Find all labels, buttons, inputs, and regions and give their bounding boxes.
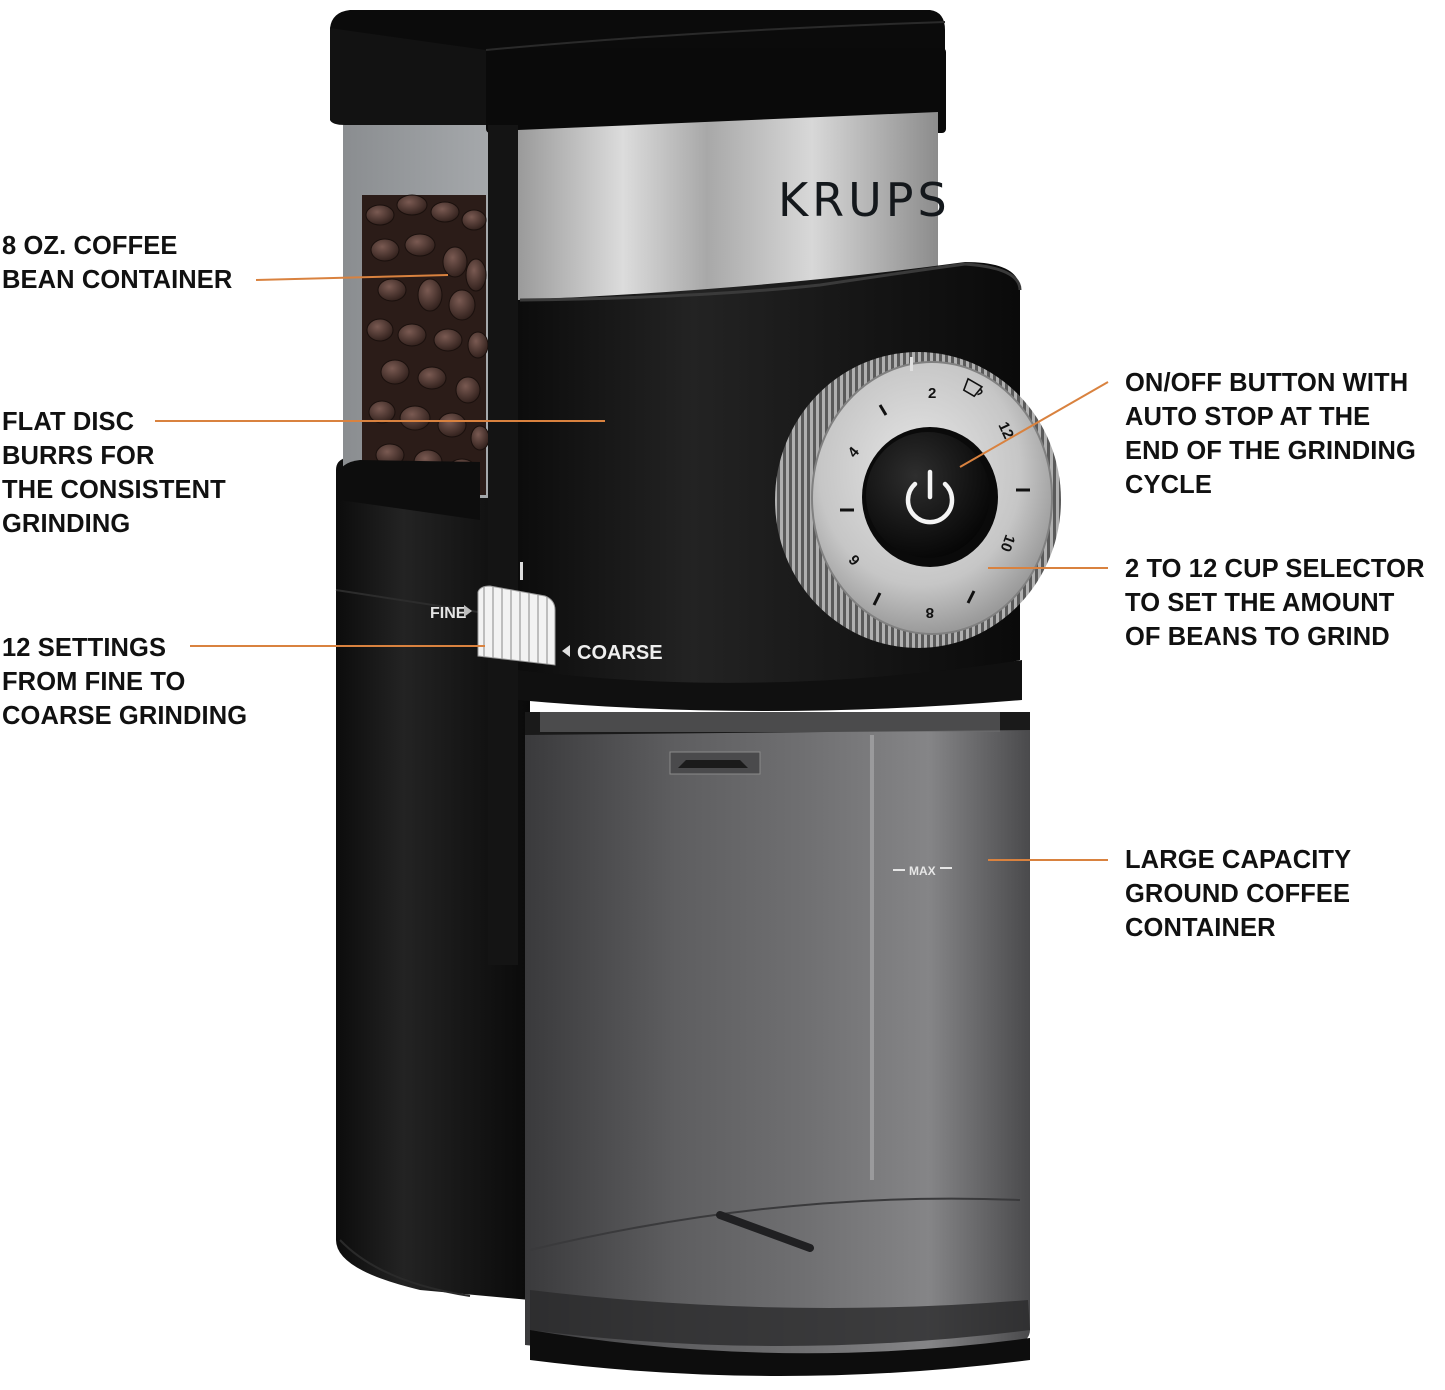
callout-cup-selector: 2 TO 12 CUP SELECTOR TO SET THE AMOUNT O… (1125, 552, 1425, 654)
coarse-arrow-icon (562, 645, 570, 657)
callout-line: OF BEANS TO GRIND (1125, 623, 1390, 651)
brand-logo: KRUPS (778, 173, 951, 227)
dial-number-2: 2 (928, 385, 936, 402)
callout-line: GRINDING (2, 510, 131, 538)
leader-on-off-button (959, 381, 1109, 468)
callout-line: COARSE GRINDING (2, 702, 248, 730)
callout-line: 8 OZ. COFFEE (2, 232, 178, 260)
callout-line: 2 TO 12 CUP SELECTOR (1125, 555, 1425, 583)
max-fill-mark: MAX (909, 864, 936, 878)
dial-number-8: 8 (926, 604, 934, 621)
cup-icon (962, 377, 984, 398)
callout-line: FLAT DISC (2, 408, 135, 436)
callout-line: LARGE CAPACITY (1125, 846, 1352, 874)
grind-setting-slider[interactable] (477, 562, 556, 666)
callout-line: TO SET THE AMOUNT (1125, 589, 1395, 617)
cup-selector-dial[interactable]: 2 4 6 8 10 12 (775, 352, 1061, 648)
callout-line: AUTO STOP AT THE (1125, 403, 1371, 431)
leader-bean-container (255, 274, 449, 281)
callout-bean-container: 8 OZ. COFFEE BEAN CONTAINER (2, 229, 232, 297)
callout-line: BEAN CONTAINER (2, 266, 233, 294)
coarse-label: COARSE (577, 642, 663, 664)
dial-number-12: 12 (994, 419, 1016, 441)
ground-coffee-container[interactable]: MAX (525, 712, 1030, 1376)
fine-label: FINE (430, 605, 467, 622)
power-button[interactable] (862, 427, 998, 567)
leader-lines (155, 274, 1109, 861)
callout-line: CYCLE (1125, 471, 1212, 499)
callout-line: ON/OFF BUTTON WITH (1125, 369, 1409, 397)
power-icon (905, 469, 955, 525)
coffee-beans (362, 194, 490, 498)
dial-number-10: 10 (997, 532, 1019, 553)
callout-line: GROUND COFFEE (1125, 880, 1351, 908)
fine-arrow-icon (464, 605, 472, 617)
stainless-band (518, 112, 938, 300)
callout-line: THE CONSISTENT (2, 476, 226, 504)
callout-line: CONTAINER (1125, 914, 1276, 942)
callout-line: END OF THE GRINDING (1125, 437, 1416, 465)
callout-grind-settings: 12 SETTINGS FROM FINE TO COARSE GRINDING (2, 631, 247, 733)
callout-line: FROM FINE TO (2, 668, 186, 696)
callout-on-off-button: ON/OFF BUTTON WITH AUTO STOP AT THE END … (1125, 366, 1416, 502)
callout-line: 12 SETTINGS (2, 634, 167, 662)
callout-line: BURRS FOR (2, 442, 155, 470)
callout-ground-container: LARGE CAPACITY GROUND COFFEE CONTAINER (1125, 843, 1351, 945)
rear-body (336, 458, 530, 1300)
callout-flat-disc-burrs: FLAT DISC BURRS FOR THE CONSISTENT GRIND… (2, 405, 226, 541)
